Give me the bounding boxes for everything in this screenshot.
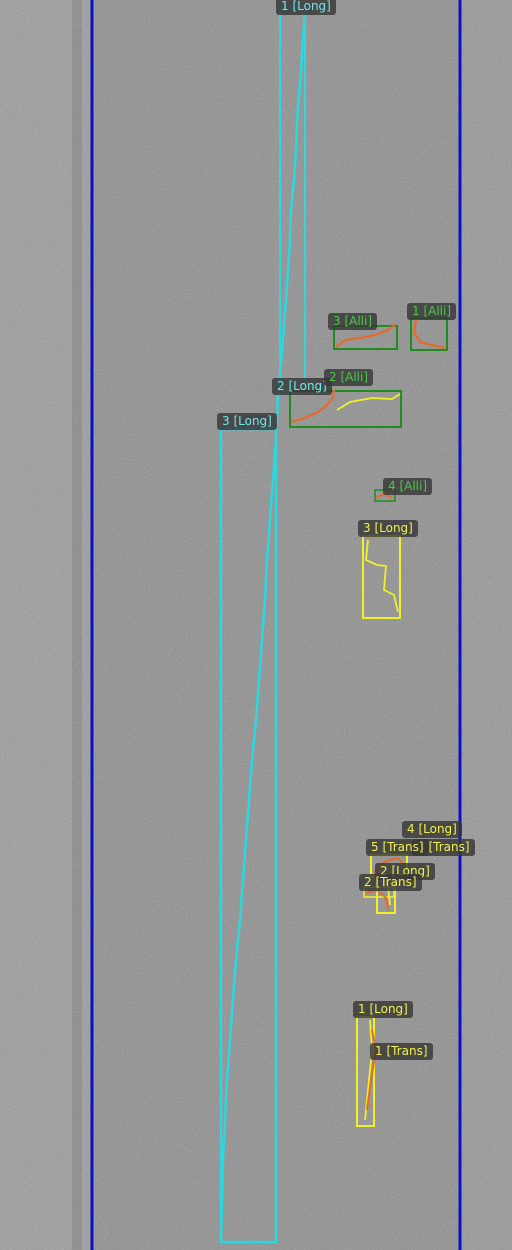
label-alli-2: 2 [Alli] [324,369,374,386]
label-long-yellow-1: 1 [Long] [353,1001,413,1018]
alli-trace-3 [335,323,397,348]
alli-box-2 [289,390,402,428]
label-long-1: 1 [Long] [276,0,336,15]
crack-trace-yellow-b [365,539,399,613]
alli-trace-1 [412,319,446,350]
label-long-3: 3 [Long] [217,413,277,430]
crack-trace-yellow-d [364,1019,373,1121]
long-crack-trace-3 [219,394,280,1241]
label-alli-1: 1 [Alli] [407,303,457,320]
trans-trace-1 [366,1029,378,1111]
long-crack-trace-1 [277,9,307,396]
label-long-2: 2 [Long] [272,378,332,395]
label-long-yellow-3: 3 [Long] [358,520,418,537]
alli-trace-2 [290,389,336,424]
label-trans-5: 5 [Trans] [366,839,429,856]
label-trans-1: 1 [Trans] [370,1043,433,1060]
crack-trace-yellow-a [336,393,401,411]
trans-trace-2 [365,888,389,911]
label-alli-4: 4 [Alli] [383,478,433,495]
label-trans-2: 2 [Trans] [359,874,422,891]
label-alli-3: 3 [Alli] [328,313,378,330]
label-long-yellow-4: 4 [Long] [402,821,462,838]
